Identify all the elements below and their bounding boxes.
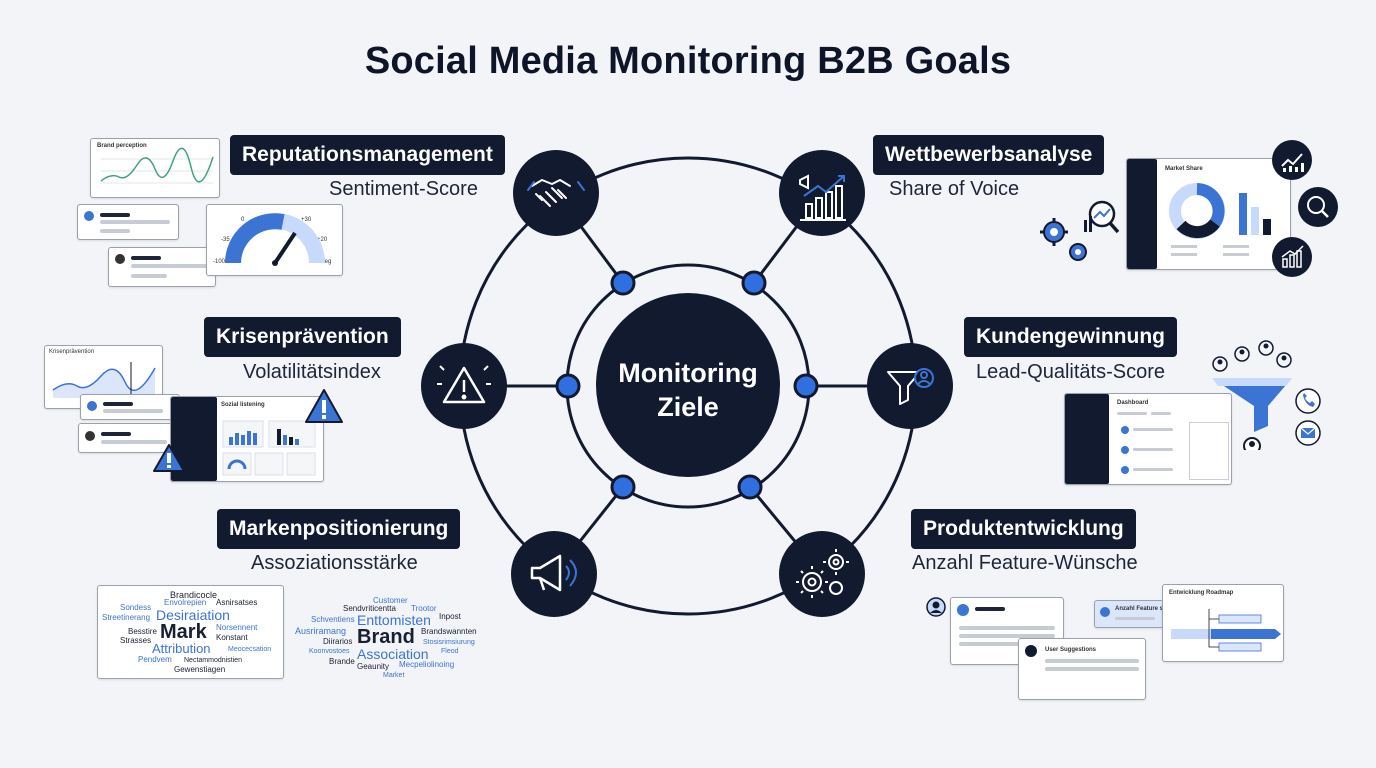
goal-metric-brand: Assoziationsstärke: [251, 552, 418, 574]
user-suggestions-card: User Suggestions: [1018, 638, 1146, 700]
lead-dashboard: Dashboard: [1064, 393, 1232, 485]
funnel-user-icon: [887, 368, 934, 405]
goal-metric-product: Anzahl Feature-Wünsche: [912, 552, 1138, 574]
gauge-icon: [225, 213, 325, 266]
sentiment-gauge: 0 +30 +20 -35 -100 -Veg: [206, 204, 343, 276]
gears-icon: [796, 549, 849, 598]
avatar: [115, 254, 125, 264]
goal-nodes: [421, 150, 953, 617]
line-chart-mini: [100, 147, 214, 184]
phone-icon: [1295, 388, 1321, 414]
social-listening-dashboard: Sozial listening: [170, 396, 324, 482]
review-card: [77, 204, 179, 240]
alert-card: [78, 423, 180, 453]
roadmap-card: Entwicklung Roadmap: [1162, 584, 1284, 662]
goal-label-competition: Wettbewerbsanalyse: [873, 135, 1105, 175]
review-card: [108, 247, 216, 287]
magnifier-chart-icon: [1298, 187, 1338, 227]
alert-card: [80, 394, 180, 420]
gears-magnifier-icon: [1040, 200, 1120, 261]
goal-metric-reputation: Sentiment-Score: [329, 178, 478, 200]
avatar: [84, 211, 94, 221]
market-share-dashboard: Market Share: [1126, 158, 1291, 270]
page-title: Social Media Monitoring B2B Goals: [364, 40, 1012, 82]
goal-label-brand: Markenpositionierung: [217, 509, 461, 549]
goal-label-crisis: Krisenprävention: [204, 317, 401, 357]
goal-metric-acquisition: Lead-Qualitäts-Score: [976, 361, 1165, 383]
goal-metric-crisis: Volatilitätsindex: [243, 361, 381, 383]
warning-icon: [305, 389, 343, 423]
goal-metric-competition: Share of Voice: [889, 178, 1020, 200]
word-cloud-left: Brandicocle Sondess Envolrepien Asnirsat…: [97, 585, 284, 679]
avatar: [87, 401, 97, 411]
word-cloud-right: Customer Sendvriticentta Trootor Schvent…: [295, 596, 477, 680]
connector-nodes: [555, 270, 819, 500]
growth-chart-icon: [799, 174, 846, 221]
donut-chart-mini: [1169, 183, 1271, 256]
goal-label-acquisition: Kundengewinnung: [964, 317, 1177, 357]
area-chart-mini: [52, 362, 156, 398]
avatar: [926, 597, 946, 617]
megaphone-icon: [530, 554, 577, 592]
warning-icon: [437, 365, 491, 404]
warning-icon: [153, 444, 185, 472]
roadmap-timeline: [1171, 609, 1281, 652]
lead-funnel-icon: [1212, 340, 1321, 450]
center-hub: [596, 293, 780, 477]
growth-chart-icon: [1272, 140, 1312, 180]
avatar: [85, 431, 95, 441]
center-label: Monitoring Ziele: [618, 358, 758, 422]
bar-chart-mini: [222, 420, 316, 476]
handshake-icon: [527, 179, 585, 207]
goal-label-product: Produktentwicklung: [911, 509, 1136, 549]
goal-label-reputation: Reputationsmanagement: [230, 135, 505, 175]
brand-perception-chart: Brand perception: [90, 138, 220, 198]
bar-chart-icon: [1272, 237, 1312, 277]
